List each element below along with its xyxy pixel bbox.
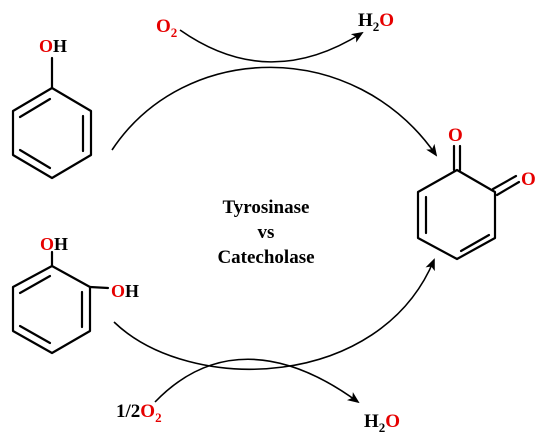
top-product-h2o-label: H2O xyxy=(358,10,394,34)
catechol-oh-bond xyxy=(88,285,110,290)
bottom-product-subscript: 2 xyxy=(379,420,386,435)
center-title-line-2: vs xyxy=(258,222,275,243)
bottom-reactant-o2-label: 1/2O2 xyxy=(116,401,162,425)
catechol-molecule: OH OH xyxy=(11,234,139,355)
phenol-hydroxyl-label: OH xyxy=(39,36,67,56)
top-cosubstrate-arrow xyxy=(179,29,364,63)
catechol-oxygen-2: O xyxy=(111,281,125,301)
quinone-molecule: O O xyxy=(416,125,536,261)
bottom-reactant-oxygen: O xyxy=(140,401,155,422)
top-reactant-oxygen: O xyxy=(156,16,171,37)
quinone-oxygen-1: O xyxy=(448,125,463,146)
bottom-reaction-arrow xyxy=(113,258,435,370)
catechol-hydroxyl-label-1: OH xyxy=(40,234,68,254)
top-product-oxygen: O xyxy=(379,10,394,31)
phenol-oxygen: O xyxy=(39,36,53,56)
catechol-hydroxyl-label-2: OH xyxy=(111,281,139,301)
quinone-double-bond xyxy=(459,233,491,253)
bottom-reactant-subscript: 2 xyxy=(155,410,162,425)
phenol-hydrogen: H xyxy=(53,36,67,56)
bottom-product-oxygen: O xyxy=(385,411,400,432)
quinone-oxygen-2: O xyxy=(521,169,536,190)
catechol-hydrogen-1: H xyxy=(54,234,68,254)
catechol-oxygen-1: O xyxy=(40,234,54,254)
center-title-line-3: Catecholase xyxy=(217,247,314,268)
bottom-product-h2o-label: H2O xyxy=(364,411,400,435)
phenol-ring xyxy=(11,86,93,180)
catechol-double-bond xyxy=(18,274,52,295)
quinone-carbonyl-bond xyxy=(495,180,521,197)
phenol-double-bond xyxy=(18,148,52,170)
catechol-hydrogen-2: H xyxy=(125,281,139,301)
top-reactant-subscript: 2 xyxy=(171,25,178,40)
top-reactant-o2-label: O2 xyxy=(156,16,177,40)
bottom-cosubstrate-arrow xyxy=(154,358,360,404)
top-product-subscript: 2 xyxy=(373,19,380,34)
phenol-double-bond xyxy=(18,97,52,119)
phenol-molecule: OH xyxy=(11,36,93,180)
center-title-line-1: Tyrosinase xyxy=(223,197,310,218)
bottom-reactant-coefficient: 1/2 xyxy=(116,401,140,422)
top-reaction-arrow xyxy=(111,66,438,157)
catechol-double-bond xyxy=(18,324,52,345)
quinone-carbonyl-bond xyxy=(491,174,518,191)
top-product-hydrogen: H xyxy=(358,10,373,31)
quinone-ring xyxy=(416,168,497,261)
bottom-product-hydrogen: H xyxy=(364,411,379,432)
catechol-ring xyxy=(11,264,92,355)
